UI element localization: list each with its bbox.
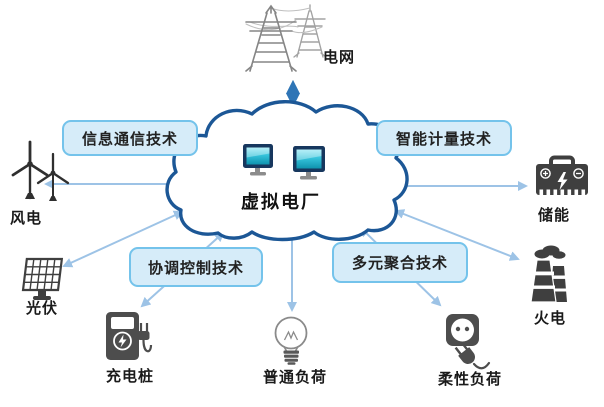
cloud-shape bbox=[165, 100, 409, 242]
transmission-tower-icon bbox=[245, 4, 327, 72]
tech-box-aggregation-label: 多元聚合技术 bbox=[351, 255, 448, 272]
wind-label: 风电 bbox=[9, 210, 43, 227]
battery-icon bbox=[536, 155, 588, 195]
grid-label: 电网 bbox=[322, 49, 356, 66]
thermal-label: 火电 bbox=[533, 310, 567, 327]
tech-box-metering: 智能计量技术 bbox=[376, 120, 512, 156]
cloud-title: 虚拟电厂 bbox=[241, 192, 321, 212]
light-bulb-icon bbox=[274, 316, 308, 365]
tech-box-control-label: 协调控制技术 bbox=[147, 259, 244, 277]
arrow-cloud-thermal bbox=[394, 209, 520, 261]
power-plant-icon bbox=[530, 245, 569, 303]
flexible-load-label: 柔性负荷 bbox=[437, 371, 503, 388]
tech-box-control: 协调控制技术 bbox=[129, 247, 263, 287]
ev-charger-icon bbox=[106, 312, 153, 360]
solar-panel-icon bbox=[21, 257, 64, 300]
tech-box-metering-label: 智能计量技术 bbox=[395, 130, 492, 148]
storage-label: 储能 bbox=[537, 207, 571, 224]
computer-monitors-icon bbox=[243, 144, 325, 180]
tech-box-ict-label: 信息通信技术 bbox=[81, 130, 178, 148]
arrow-cloud-solar bbox=[62, 210, 184, 268]
tech-box-ict: 信息通信技术 bbox=[62, 120, 198, 156]
tech-box-aggregation: 多元聚合技术 bbox=[332, 242, 468, 283]
solar-label: 光伏 bbox=[25, 300, 59, 317]
charger-label: 充电桩 bbox=[105, 368, 155, 385]
normal-load-label: 普通负荷 bbox=[262, 369, 328, 386]
plug-socket-icon bbox=[446, 314, 491, 370]
wind-turbine-icon bbox=[11, 140, 70, 201]
